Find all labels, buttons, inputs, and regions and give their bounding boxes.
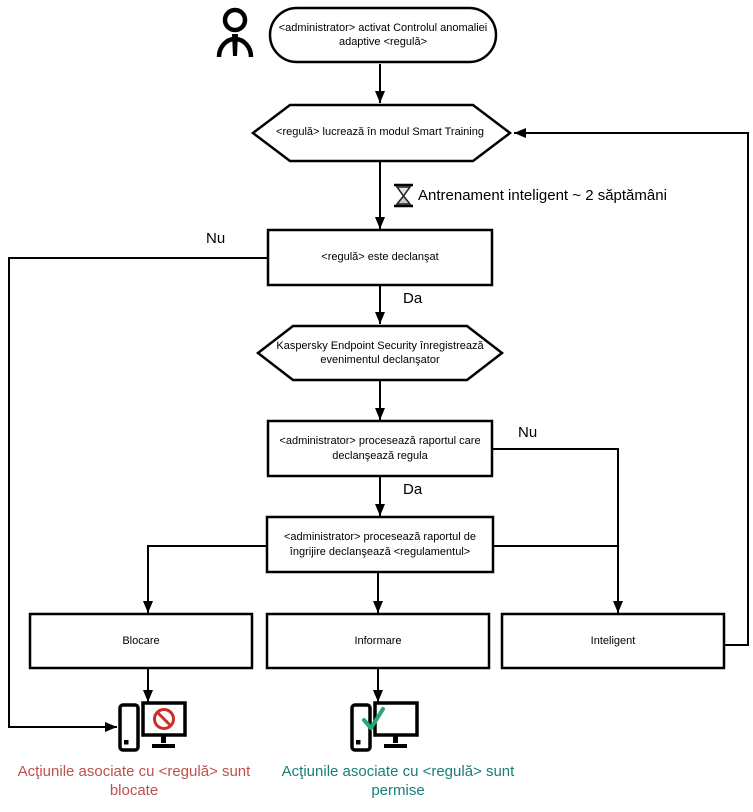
- node-event-logged: [255, 324, 505, 382]
- node-action-inform: [265, 612, 491, 670]
- person-icon: [216, 7, 254, 58]
- edge-label-yes-top: Da: [403, 290, 423, 307]
- node-action-smart: [500, 612, 726, 670]
- computer-allowed-icon: [350, 701, 419, 752]
- event-logged-node-label: Kaspersky Endpoint Security înregistreaz…: [276, 339, 484, 366]
- process-report-node-label: <administrator> procesează raportul care…: [279, 435, 481, 462]
- edge-no-loop-left: [8, 257, 268, 732]
- node-process-care-report: [265, 515, 495, 574]
- edge-smart-feedback: [514, 128, 749, 646]
- edge-no-to-smart: [492, 448, 623, 613]
- caption-actions-allowed: Acţiunile asociate cu <regulă> sunt perm…: [281, 763, 515, 799]
- node-start: [268, 6, 498, 64]
- rule-triggered-node-label: <regulă> este declanşat: [321, 251, 439, 264]
- edge-to-block: [143, 545, 267, 613]
- edge-label-no-right: Nu: [518, 424, 538, 441]
- node-rule-triggered: [266, 228, 494, 287]
- hourglass-icon: [394, 183, 413, 208]
- computer-blocked-icon: [118, 701, 187, 752]
- process-care-report-node-label: <administrator> procesează raportul de î…: [284, 531, 476, 558]
- node-process-report: [266, 419, 494, 478]
- caption-actions-blocked: Acţiunile asociate cu <regulă> sunt bloc…: [17, 763, 251, 799]
- action-inform-label: Informare: [354, 634, 402, 647]
- action-block-label: Blocare: [122, 634, 160, 647]
- edge-label-yes-bottom: Da: [403, 481, 423, 498]
- smart-training-node-label: <regulă> lucrează în modul Smart Trainin…: [276, 125, 484, 138]
- action-smart-label: Inteligent: [590, 634, 636, 647]
- training-duration-note: Antrenament inteligent ~ 2 săptămâni: [418, 187, 667, 204]
- start-node-label: <administrator> activat Controlul anomal…: [278, 21, 488, 48]
- node-smart-training: [250, 103, 513, 163]
- edge-label-no-left: Nu: [206, 230, 226, 247]
- node-action-block: [28, 612, 254, 670]
